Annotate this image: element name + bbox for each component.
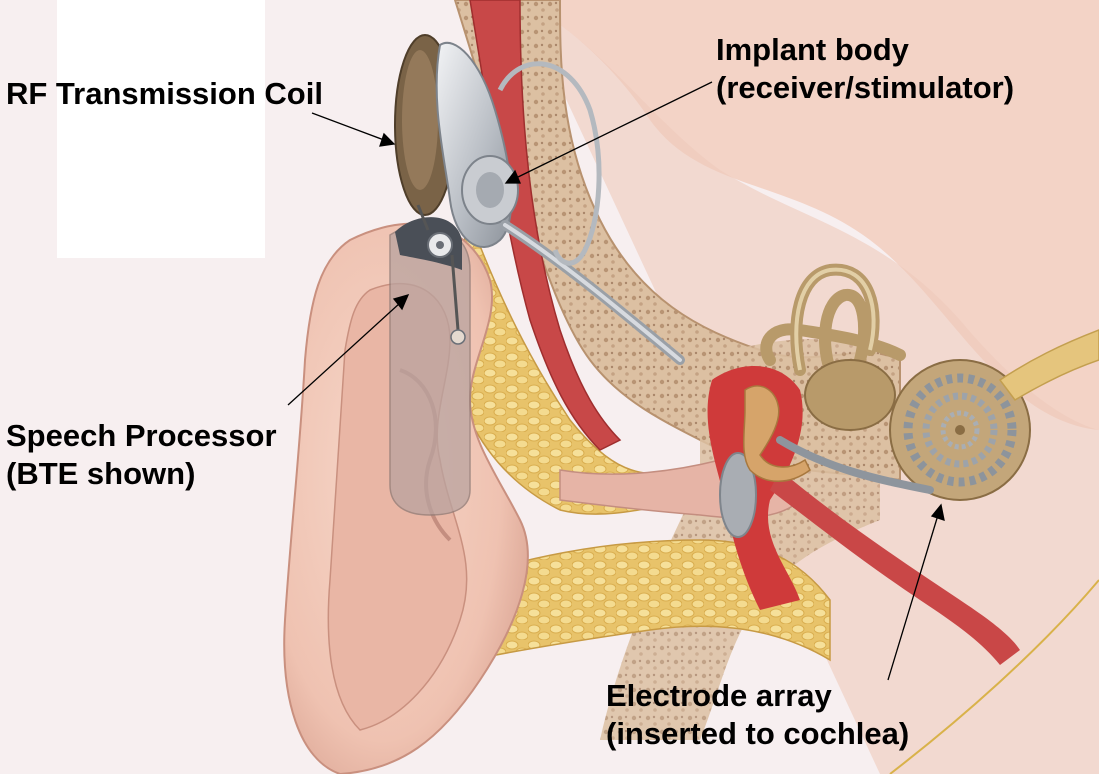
head-skin <box>380 0 1099 430</box>
implant-body-label-line2: (receiver/stimulator) <box>716 70 1015 105</box>
electrode-array-label: Electrode array (inserted to cochlea) <box>606 677 909 753</box>
speech-processor <box>389 224 471 516</box>
electrode-lead <box>776 436 934 494</box>
auditory-nerve <box>998 329 1099 401</box>
electrode-array-label-line2: (inserted to cochlea) <box>606 716 910 751</box>
rf-coil-label: RF Transmission Coil <box>6 75 323 113</box>
implant-body-label: Implant body (receiver/stimulator) <box>716 31 1014 107</box>
implant-body-label-line1: Implant body <box>716 32 909 67</box>
vestibule <box>804 359 896 431</box>
speech-processor-label-line1: Speech Processor <box>6 418 277 453</box>
blank-panel <box>57 0 265 258</box>
electrode-array-label-line1: Electrode array <box>606 678 832 713</box>
cochlea <box>889 359 1031 501</box>
speech-processor-label-line2: (BTE shown) <box>6 456 196 491</box>
ground-wire <box>497 61 602 266</box>
speech-processor-label: Speech Processor (BTE shown) <box>6 417 277 493</box>
ossicles <box>743 385 811 482</box>
eardrum <box>719 452 757 538</box>
rf-coil-label-text: RF Transmission Coil <box>6 76 323 111</box>
pointer-arrows <box>287 81 945 681</box>
